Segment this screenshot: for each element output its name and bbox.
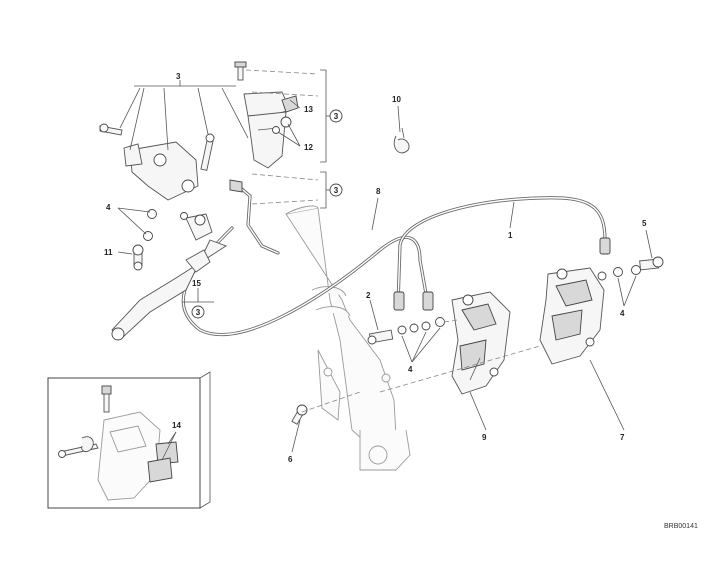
drawing-code: BRB00141 [664,523,698,530]
callout-14: 14 [172,421,181,430]
callout-11: 11 [104,248,113,257]
callout-6: 6 [288,455,293,464]
callout-8: 8 [376,187,381,196]
callout-12: 12 [304,143,313,152]
assembly-guides [245,69,541,413]
callout-10: 10 [392,95,401,104]
callout-1: 1 [508,231,513,240]
callout-7: 7 [620,433,625,442]
callout-3-top: 3 [176,72,181,81]
callout-13: 13 [304,105,313,114]
callout-labels: 1 2 3 3 3 3 4 4 4 5 6 7 8 9 10 11 12 13 … [104,72,647,464]
svg-text:3: 3 [334,186,339,195]
callout-9: 9 [482,433,487,442]
callout-4-center: 4 [408,365,413,374]
leader-lines [117,80,653,453]
master-cylinder-assembly [99,61,299,341]
callout-3-circle-b: 3 [329,183,343,197]
callout-3-circle-c: 3 [191,305,205,319]
callout-4-left: 4 [106,203,111,212]
callout-15: 15 [192,279,201,288]
callout-4-right: 4 [620,309,625,318]
callout-3-circle-a: 3 [329,109,343,123]
svg-text:3: 3 [334,112,339,121]
callout-5: 5 [642,219,647,228]
hose-clip [393,127,410,154]
bolt-center [367,317,445,345]
washers-left [132,209,188,271]
front-fork [285,205,411,471]
callout-2: 2 [366,291,371,300]
washers-right [597,256,664,281]
brake-caliper-right [539,267,605,365]
svg-text:3: 3 [196,308,201,317]
brake-caliper-left [451,291,511,395]
bolt-lower [291,404,308,425]
inset-pads-view [47,371,211,509]
group-brackets [134,69,330,303]
